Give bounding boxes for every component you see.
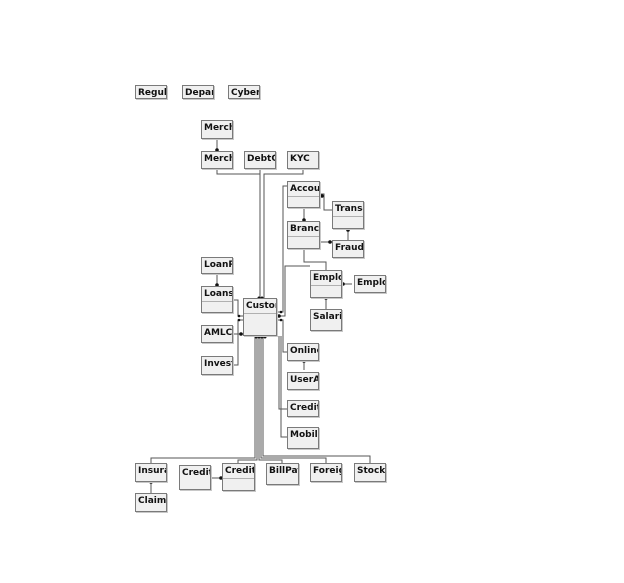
table-label: Branch (290, 224, 319, 234)
table-employ[interactable]: Emplo (310, 270, 342, 298)
table-label: CyberS (231, 88, 259, 98)
table-label: FraudD (335, 243, 363, 253)
table-loanp[interactable]: LoanP (201, 257, 233, 274)
table-label: DebtCo (247, 154, 275, 164)
table-loans[interactable]: Loans (201, 286, 233, 313)
connector-customer-credit (278, 336, 287, 410)
table-label: LoanP (204, 260, 232, 270)
table-claims[interactable]: Claims (135, 493, 167, 512)
table-label: Invest (204, 359, 232, 369)
table-merch-top[interactable]: Merch (201, 120, 233, 139)
table-online[interactable]: Online (287, 343, 319, 361)
table-debtco[interactable]: DebtCo (244, 151, 276, 169)
table-label: Merch (204, 154, 232, 164)
connector-customer-stockt (262, 336, 371, 463)
table-foreig[interactable]: Foreig (310, 463, 342, 482)
table-label: Credit (225, 466, 254, 476)
table-transa[interactable]: Transa (332, 201, 364, 229)
table-label: Credit (182, 468, 210, 478)
table-label: StockT (357, 466, 385, 476)
table-label: Regula (138, 88, 166, 98)
table-amlc[interactable]: AMLC (201, 325, 233, 343)
table-credit-bottom-2[interactable]: Credit (222, 463, 255, 491)
table-stockt[interactable]: StockT (354, 463, 386, 482)
table-fraudd[interactable]: FraudD (332, 240, 364, 258)
table-label: Foreig (313, 466, 341, 476)
table-label: Merch (204, 123, 232, 133)
table-label: Salarie (313, 312, 341, 322)
table-label: Credit (290, 403, 318, 413)
table-label: Online (290, 346, 318, 356)
table-label: Custom (246, 301, 276, 311)
connector-branch-employ (303, 249, 327, 270)
table-invest[interactable]: Invest (201, 356, 233, 375)
table-label: Mobile (290, 430, 318, 440)
table-credit-right[interactable]: Credit (287, 400, 319, 417)
connector-invest-customer (233, 319, 243, 366)
table-branch[interactable]: Branch (287, 221, 320, 249)
table-regula[interactable]: Regula (135, 85, 167, 99)
connector-customer-employ (277, 265, 310, 317)
table-label: KYC (290, 154, 310, 164)
table-cybers[interactable]: CyberS (228, 85, 260, 99)
table-label: BillPay (269, 466, 298, 476)
table-depart[interactable]: Depart (182, 85, 214, 99)
connector-customer-billpay (258, 336, 283, 463)
connector-customer-mobile (280, 336, 287, 438)
connector-customer-credit3 (237, 336, 258, 463)
table-customer[interactable]: Custom (243, 298, 277, 336)
table-label: Accou (290, 184, 319, 194)
connector-merch-customer (216, 168, 261, 298)
table-billpay[interactable]: BillPay (266, 463, 299, 485)
table-employ-2[interactable]: Emplo (354, 275, 386, 293)
connector-kyc-customer (263, 168, 304, 298)
table-credit-bottom-1[interactable]: Credit (179, 465, 211, 490)
connector-accou-transa (320, 193, 332, 211)
table-label: Emplo (357, 278, 385, 288)
table-merch[interactable]: Merch (201, 151, 233, 169)
table-insura[interactable]: Insura (135, 463, 167, 482)
table-label: Claims (138, 496, 166, 506)
table-label: AMLC (204, 328, 232, 338)
table-label: Transa (335, 204, 363, 214)
table-label: Loans (204, 289, 232, 299)
connector-customer-insura (150, 336, 256, 463)
table-accou[interactable]: Accou (287, 181, 320, 208)
table-label: UserAc (290, 375, 318, 385)
table-kyc[interactable]: KYC (287, 151, 319, 169)
connector-customer-foreig (260, 336, 327, 463)
table-salarie[interactable]: Salarie (310, 309, 342, 331)
table-label: Depart (185, 88, 213, 98)
table-mobile[interactable]: Mobile (287, 427, 319, 449)
connector-loans-customer (233, 299, 243, 317)
table-label: Insura (138, 466, 166, 476)
table-userac[interactable]: UserAc (287, 372, 319, 390)
table-label: Emplo (313, 273, 341, 283)
